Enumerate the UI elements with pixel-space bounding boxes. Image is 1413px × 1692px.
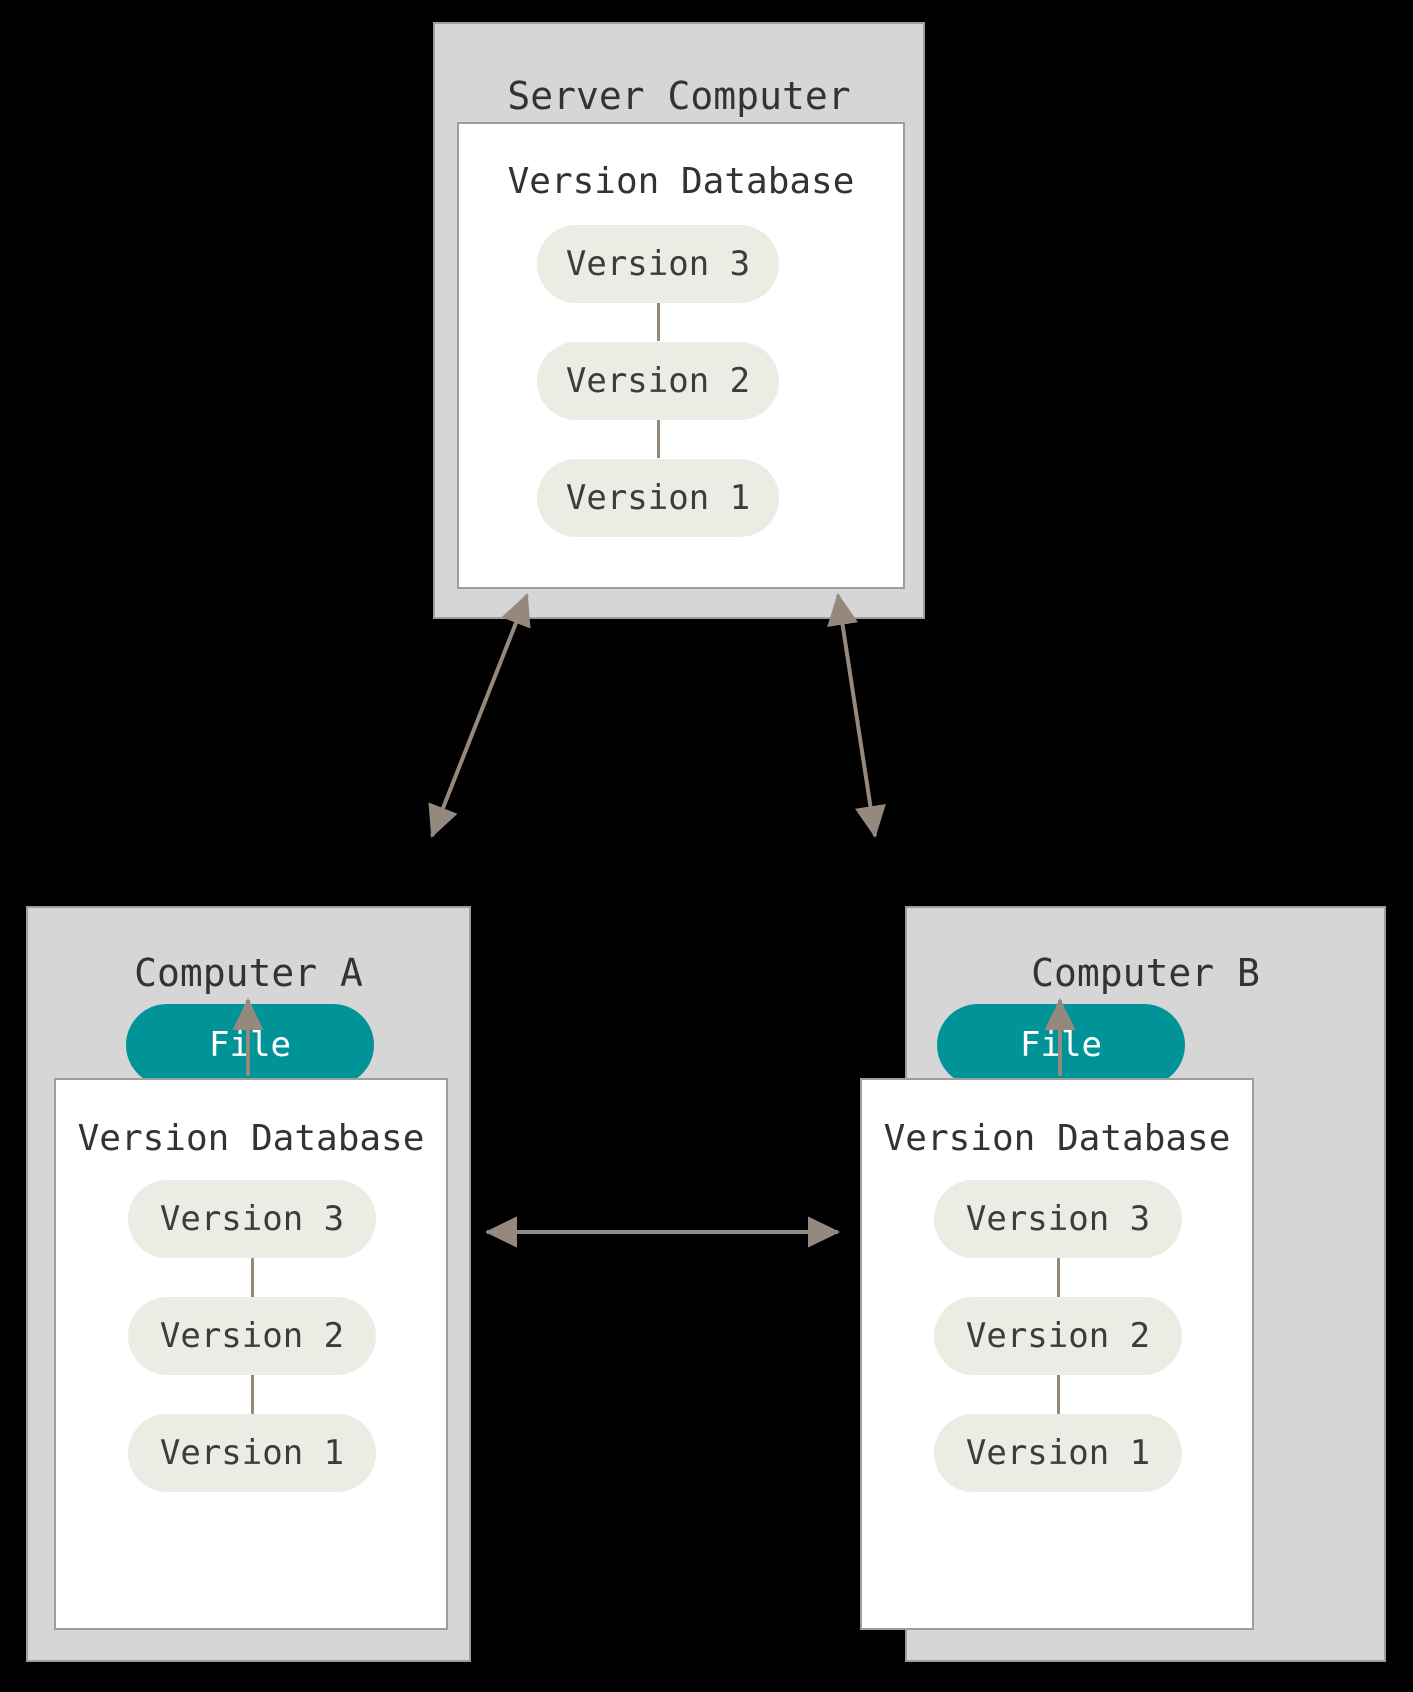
computer-b-version-1-pill[interactable]: Version 1	[934, 1414, 1182, 1492]
computer-b-title: Computer B	[1031, 951, 1260, 995]
server-connector-3-2	[657, 303, 660, 341]
computer-b-version-database[interactable]: Version Database Version 3 Version 2 Ver…	[860, 1078, 1254, 1630]
computer-a-file-pill[interactable]: File	[126, 1004, 374, 1086]
computer-b-version-2-pill[interactable]: Version 2	[934, 1297, 1182, 1375]
arrow-server-to-computer-a	[428, 593, 531, 838]
server-computer-title: Server Computer	[507, 74, 851, 118]
server-connector-2-1	[657, 420, 660, 458]
arrow-server-to-computer-b	[827, 593, 886, 838]
server-version-3-pill[interactable]: Version 3	[537, 225, 779, 303]
computer-b-version-database-title: Version Database	[883, 1118, 1231, 1159]
computer-a-connector-3-2	[251, 1258, 254, 1297]
server-version-1-pill[interactable]: Version 1	[537, 459, 779, 537]
computer-a-panel[interactable]: Computer A File Version Database Version…	[26, 906, 471, 1662]
server-computer-panel[interactable]: Server Computer Version Database Version…	[433, 22, 925, 619]
server-version-2-pill[interactable]: Version 2	[537, 342, 779, 420]
computer-b-version-3-pill[interactable]: Version 3	[934, 1180, 1182, 1258]
server-version-database-title: Version Database	[507, 161, 855, 202]
computer-b-file-pill[interactable]: File	[937, 1004, 1185, 1086]
computer-b-connector-2-1	[1057, 1375, 1060, 1414]
computer-b-panel[interactable]: Computer B File Version Database Version…	[860, 906, 1386, 1662]
computer-a-version-2-pill[interactable]: Version 2	[128, 1297, 376, 1375]
computer-a-title: Computer A	[134, 951, 363, 995]
computer-a-version-1-pill[interactable]: Version 1	[128, 1414, 376, 1492]
computer-a-connector-2-1	[251, 1375, 254, 1414]
computer-b-connector-3-2	[1057, 1258, 1060, 1297]
computer-a-version-3-pill[interactable]: Version 3	[128, 1180, 376, 1258]
server-version-database[interactable]: Version Database Version 3 Version 2 Ver…	[457, 122, 905, 589]
computer-a-version-database-title: Version Database	[77, 1118, 425, 1159]
computer-a-version-database[interactable]: Version Database Version 3 Version 2 Ver…	[54, 1078, 448, 1630]
